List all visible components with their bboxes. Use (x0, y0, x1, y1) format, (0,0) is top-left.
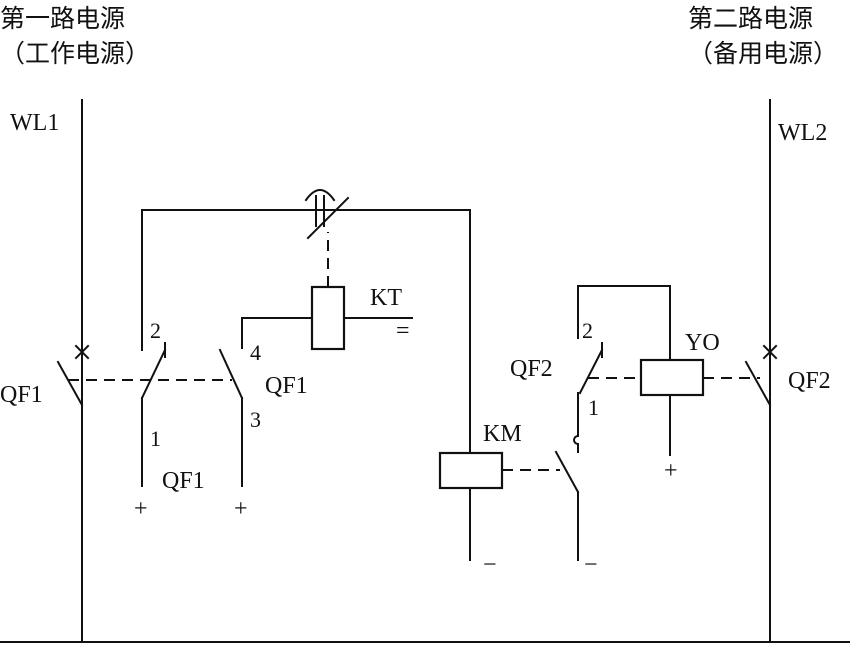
qf2-aux-top-terminal: 2 (582, 318, 593, 343)
kt-contact-slash (306, 196, 350, 240)
qf1-a-plus-sign: + (134, 496, 148, 522)
yo-plus-sign: + (664, 458, 678, 484)
km-label: KM (483, 421, 522, 447)
qf1-main-breaker (56, 344, 90, 407)
qf2-main-breaker (744, 344, 778, 407)
km-contactor (344, 209, 560, 561)
km-coil (438, 451, 504, 490)
kt-delay-arc (304, 189, 336, 202)
kt-dc-sign: = (396, 318, 410, 344)
qf1-aux-b-top-terminal: 4 (250, 340, 261, 365)
qf2-main-label: QF2 (788, 368, 831, 394)
qf2-aux-bottom-terminal: 1 (588, 395, 599, 420)
qf1-aux-contact-2-1 (140, 209, 299, 487)
km-contact (554, 450, 580, 494)
kt-time-relay (297, 189, 413, 351)
source1-title: 第一路电源 (0, 4, 125, 33)
qf1-aux-b-bottom-terminal: 3 (250, 407, 261, 432)
qf1-lower-label: QF1 (162, 468, 205, 494)
qf1-aux-contact-4-3 (218, 317, 311, 487)
qf1-aux-a-bottom-terminal: 1 (150, 426, 161, 451)
source2-subtitle: （备用电源） (688, 39, 838, 68)
qf1-aux-label: QF1 (265, 373, 308, 399)
kt-label: KT (370, 285, 402, 311)
yo-label: YO (685, 330, 720, 356)
yo-coil (639, 358, 705, 397)
km-minus-sign: − (483, 552, 497, 578)
qf2-aux-label: QF2 (510, 356, 553, 382)
qf1-main-label: QF1 (0, 382, 43, 408)
km-contact-minus-sign: − (584, 552, 598, 578)
yo-trip-coil (639, 358, 705, 456)
wl1-label: WL1 (10, 110, 59, 136)
qf1-b-plus-sign: + (234, 496, 248, 522)
source1-subtitle: （工作电源） (0, 39, 150, 68)
wl2-label: WL2 (778, 120, 827, 146)
kt-coil (310, 285, 346, 351)
qf2-aux-contact-2-1 (554, 285, 671, 561)
source2-title: 第二路电源 (688, 4, 813, 33)
qf1-aux-a-top-terminal: 2 (150, 318, 161, 343)
